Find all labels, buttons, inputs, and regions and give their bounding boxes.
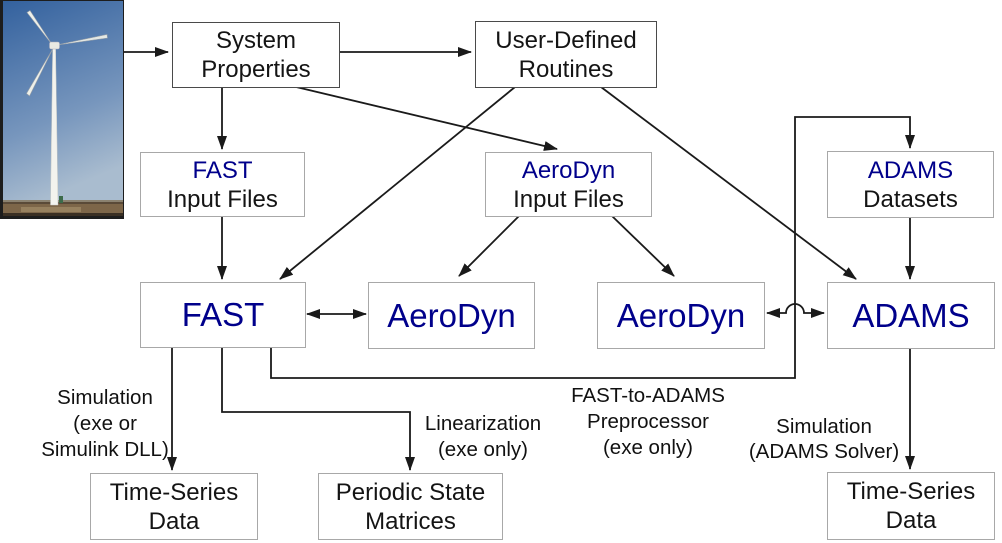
box-label: Time-Series [109, 478, 239, 506]
arrow-aerodyn-input-files-to-aerodyn-right [611, 215, 675, 277]
label-line: FAST-to-ADAMS [571, 384, 725, 407]
label-simulation-exe-simulink: Simulation (exe or Simulink DLL) [25, 385, 185, 463]
arrow-fast-to-periodic-state-matrices [221, 346, 415, 471]
box-system-properties: System Properties [172, 22, 340, 88]
arrow-system-properties-to-aerodyn-input-files [291, 85, 558, 151]
arrow-user-defined-routines-to-adams [600, 86, 857, 280]
box-label: AeroDyn [616, 296, 746, 334]
label-line: (exe or [73, 412, 137, 435]
label-fast-to-adams-preprocessor: FAST-to-ADAMS Preprocessor (exe only) [558, 383, 738, 461]
box-adams-datasets: ADAMS Datasets [827, 151, 994, 218]
box-adams: ADAMS [827, 282, 995, 349]
label-line: (exe only) [437, 438, 528, 461]
box-label: Input Files [167, 185, 278, 213]
box-label: User-Defined [495, 26, 637, 54]
box-label: FAST [192, 156, 253, 184]
label-line: Simulation [776, 415, 872, 438]
box-label: Datasets [863, 185, 958, 213]
arrow-aerodyn-input-files-to-aerodyn-left [458, 215, 520, 277]
box-label: Input Files [513, 185, 624, 213]
label-line: Preprocessor [587, 410, 709, 433]
box-time-series-data-right: Time-Series Data [827, 472, 995, 540]
label-line: (ADAMS Solver) [748, 440, 900, 463]
box-periodic-state-matrices: Periodic State Matrices [318, 473, 503, 540]
box-label: Matrices [365, 507, 456, 535]
box-label: Data [148, 507, 200, 535]
label-line: (exe only) [602, 436, 693, 459]
box-label: ADAMS [852, 296, 970, 334]
box-label: Data [885, 507, 937, 534]
box-label: Periodic State [335, 478, 486, 506]
box-fast-input-files: FAST Input Files [140, 152, 305, 217]
box-fast: FAST [140, 282, 306, 348]
label-linearization-exe-only: Linearization (exe only) [413, 411, 553, 463]
box-time-series-data-left: Time-Series Data [90, 473, 258, 540]
box-aerodyn-left: AeroDyn [368, 282, 535, 349]
label-line: Simulation [57, 386, 153, 409]
box-label: AeroDyn [521, 156, 616, 184]
arrow-fast-to-adams-datasets-preprocessor [270, 116, 915, 379]
box-label: Time-Series [846, 478, 976, 505]
box-label: AeroDyn [387, 296, 516, 334]
box-label: FAST [181, 296, 265, 333]
box-label: System [215, 27, 296, 54]
label-simulation-adams-solver: Simulation (ADAMS Solver) [738, 414, 910, 464]
label-line: Simulink DLL) [41, 438, 169, 461]
label-line: Linearization [424, 412, 542, 435]
box-label: Properties [201, 56, 311, 83]
box-user-defined-routines: User-Defined Routines [475, 21, 657, 88]
arrow-user-defined-routines-to-fast [279, 86, 516, 280]
box-label: Routines [518, 55, 614, 83]
box-label: ADAMS [867, 156, 954, 184]
wind-turbine-photo [0, 0, 124, 219]
box-aerodyn-right: AeroDyn [597, 282, 765, 349]
box-aerodyn-input-files: AeroDyn Input Files [485, 152, 652, 217]
